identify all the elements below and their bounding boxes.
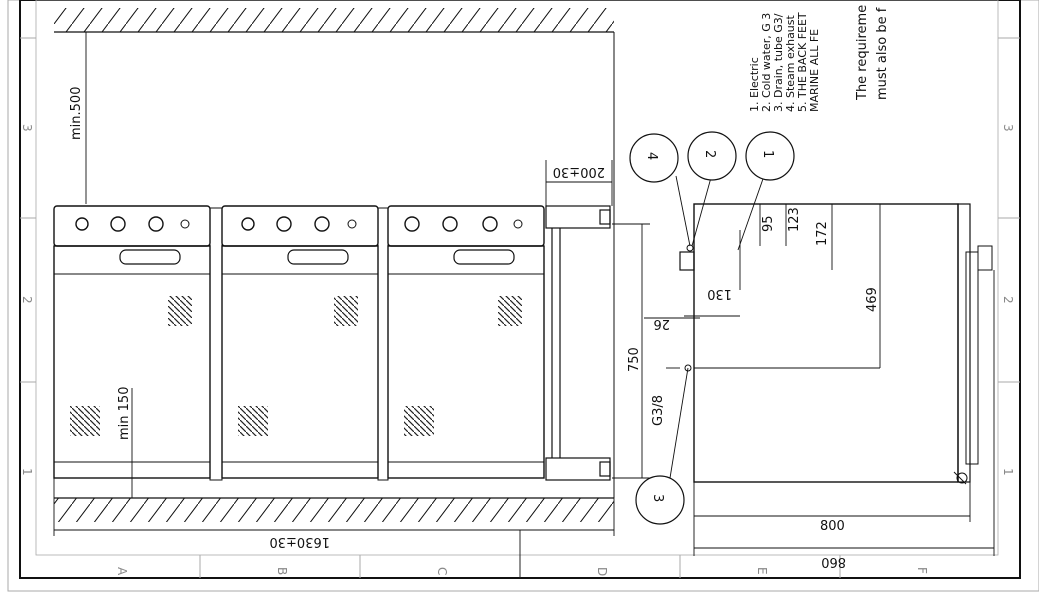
grid-col-c: C [435, 567, 449, 575]
dim-123: 123 [787, 207, 802, 232]
dim-26: 26 [653, 316, 670, 331]
grid-column-labels: A B C D E F [115, 567, 929, 576]
note-1: 1. Electric [748, 57, 761, 112]
grid-row-3-left: 3 [20, 124, 34, 132]
appliance-unit-3 [387, 205, 545, 479]
grid-col-b: B [275, 567, 289, 575]
note-7: The requireme [855, 5, 870, 101]
grid-row-1-left: 1 [20, 468, 34, 476]
grid-row-3-right: 3 [1001, 124, 1015, 132]
grid-row-2-right: 2 [1001, 296, 1015, 304]
callout-4: 4 [629, 133, 679, 183]
note-6: MARINE ALL FE [808, 29, 821, 112]
appliance-unit-2 [221, 205, 379, 479]
dim-172: 172 [815, 221, 830, 246]
dim-1630: 1630±30 [269, 534, 330, 549]
dim-469: 469 [865, 287, 880, 312]
dim-200: 200±30 [553, 164, 605, 179]
wall-bottom [54, 497, 614, 522]
note-8: must also be f [875, 7, 890, 100]
note-4: 4. Steam exhaust [784, 14, 797, 112]
callout-1-label: 1 [760, 150, 775, 158]
unit-connectors [209, 207, 389, 481]
note-5: 5. THE BACK FEET [796, 12, 809, 112]
grid-row-1-right: 1 [1001, 468, 1015, 476]
dim-g38: G3/8 [651, 395, 666, 426]
grid-row-labels: 3 2 1 3 2 1 [20, 124, 1015, 476]
grid-col-e: E [755, 567, 769, 575]
callout-2-label: 2 [702, 150, 717, 158]
dimension-texts: min.500 min 150 1630±30 200±30 750 G3/8 … [69, 87, 880, 569]
callout-2: 2 [687, 131, 737, 181]
dim-860: 860 [821, 554, 846, 569]
notes-block: 1. Electric 2. Cold water, G 3 3. Drain,… [748, 5, 890, 112]
grid-col-f: F [915, 567, 929, 574]
callout-3: 3 [635, 475, 685, 525]
dim-95: 95 [761, 215, 776, 232]
dimension-lines [53, 32, 995, 578]
side-view [679, 203, 993, 485]
grid-col-d: D [595, 567, 609, 576]
dim-750: 750 [627, 347, 642, 372]
stand [545, 205, 611, 481]
wall-top [54, 8, 615, 498]
dim-min150: min 150 [117, 387, 132, 440]
note-3: 3. Drain, tube G3/ [772, 13, 785, 112]
callout-4-label: 4 [644, 152, 659, 160]
callout-leaders [669, 173, 765, 479]
dim-130: 130 [707, 286, 732, 301]
callout-3-label: 3 [650, 494, 665, 502]
dim-min500: min.500 [69, 87, 84, 140]
note-2: 2. Cold water, G 3 [760, 13, 773, 112]
callout-1: 1 [745, 131, 795, 181]
grid-row-2-left: 2 [20, 296, 34, 304]
grid-col-a: A [115, 567, 129, 576]
dim-800: 800 [820, 519, 845, 534]
